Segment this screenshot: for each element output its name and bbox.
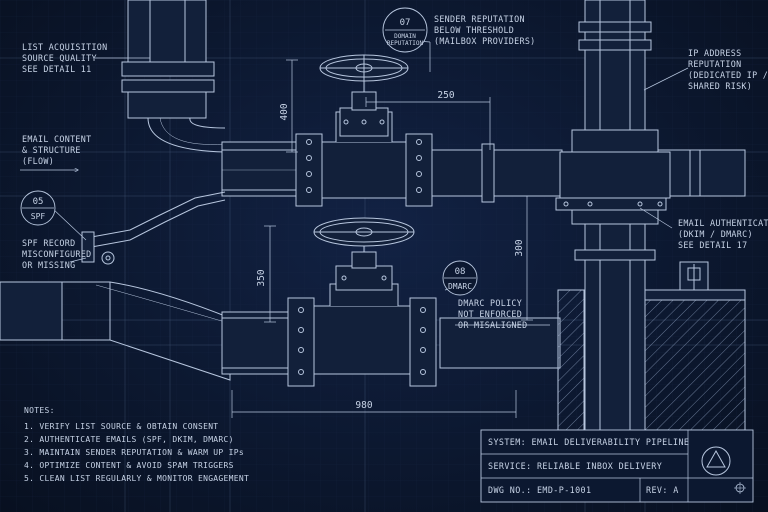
dim-400: 400 bbox=[279, 103, 290, 120]
bubble-05-label: SPF bbox=[31, 212, 46, 221]
callout-email-auth-line1: EMAIL AUTHENTICATION bbox=[678, 218, 768, 228]
note-item-5: 5. CLEAN LIST REGULARLY & MONITOR ENGAGE… bbox=[24, 474, 249, 483]
callout-ip-reputation-line2: REPUTATION bbox=[688, 59, 741, 69]
leader-lines bbox=[20, 39, 689, 326]
crosshair-icon bbox=[734, 482, 746, 494]
dim-350: 350 bbox=[256, 269, 267, 286]
bubble-08-label: DMARC bbox=[448, 282, 472, 291]
notes-title: NOTES: bbox=[24, 406, 55, 415]
callout-spf-record-line3: OR MISSING bbox=[22, 260, 75, 270]
bubble-05: 05 SPF bbox=[20, 190, 56, 226]
callout-sender-reputation-line2: BELOW THRESHOLD bbox=[434, 25, 514, 35]
triangle-logo-icon bbox=[701, 446, 731, 476]
callout-sender-reputation-line1: SENDER REPUTATION bbox=[434, 14, 525, 24]
callout-sender-reputation: SENDER REPUTATION BELOW THRESHOLD (MAILB… bbox=[434, 14, 536, 46]
left-vertical-pipe bbox=[121, 0, 215, 119]
callout-sender-reputation-line3: (MAILBOX PROVIDERS) bbox=[434, 36, 536, 46]
callout-email-content-line1: EMAIL CONTENT bbox=[22, 134, 91, 144]
title-block: SYSTEM: EMAIL DELIVERABILITY PIPELINE SE… bbox=[480, 429, 754, 503]
callout-email-auth-line2: (DKIM / DMARC) bbox=[678, 229, 753, 239]
callout-dmarc-policy-line1: DMARC POLICY bbox=[458, 298, 522, 308]
dim-300: 300 bbox=[514, 239, 525, 256]
bubble-05-number: 05 bbox=[33, 197, 44, 207]
callout-ip-reputation-line1: IP ADDRESS bbox=[688, 48, 741, 58]
note-item-4: 4. OPTIMIZE CONTENT & AVOID SPAM TRIGGER… bbox=[24, 461, 234, 470]
bubble-07-number: 07 bbox=[400, 18, 411, 28]
callout-email-auth-line3: SEE DETAIL 17 bbox=[678, 240, 747, 250]
callout-spf-record: SPF RECORD MISCONFIGURED OR MISSING bbox=[22, 238, 91, 270]
callout-spf-record-line1: SPF RECORD bbox=[22, 238, 75, 248]
callout-list-acquisition: LIST ACQUISITION SOURCE QUALITY SEE DETA… bbox=[22, 42, 107, 74]
lower-pipe-line bbox=[0, 281, 561, 381]
bubble-08: 08 DMARC bbox=[442, 260, 478, 296]
bubble-07: 07 DOMAIN REPUTATION bbox=[382, 7, 428, 53]
callout-spf-record-line2: MISCONFIGURED bbox=[22, 249, 91, 259]
upper-gate-valve bbox=[295, 54, 433, 207]
dimension-lines bbox=[231, 59, 533, 418]
note-item-3: 3. MAINTAIN SENDER REPUTATION & WARM UP … bbox=[24, 448, 244, 457]
callout-email-content: EMAIL CONTENT & STRUCTURE (FLOW) bbox=[22, 134, 91, 166]
notes-block: NOTES: 1. VERIFY LIST SOURCE & OBTAIN CO… bbox=[24, 406, 249, 483]
callout-ip-reputation: IP ADDRESS REPUTATION (DEDICATED IP / SH… bbox=[688, 48, 768, 91]
callout-ip-reputation-line3: (DEDICATED IP / bbox=[688, 70, 768, 80]
callout-email-auth: EMAIL AUTHENTICATION (DKIM / DMARC) SEE … bbox=[678, 218, 768, 250]
callout-email-content-line3: (FLOW) bbox=[22, 156, 54, 166]
callout-email-content-line2: & STRUCTURE bbox=[22, 145, 81, 155]
callout-dmarc-policy-line2: NOT ENFORCED bbox=[458, 309, 522, 319]
bubble-07-label2: REPUTATION bbox=[387, 40, 424, 47]
callout-dmarc-policy-line3: OR MISALIGNED bbox=[458, 320, 527, 330]
note-item-1: 1. VERIFY LIST SOURCE & OBTAIN CONSENT bbox=[24, 422, 218, 431]
title-block-service: SERVICE: RELIABLE INBOX DELIVERY bbox=[488, 461, 662, 471]
title-block-rev: REV: A bbox=[646, 485, 679, 495]
dim-250: 250 bbox=[437, 90, 454, 101]
callout-dmarc-policy: DMARC POLICY NOT ENFORCED OR MISALIGNED bbox=[458, 298, 527, 330]
dim-980: 980 bbox=[355, 400, 372, 411]
callout-list-acquisition-line2: SOURCE QUALITY bbox=[22, 53, 97, 63]
lower-gate-valve bbox=[287, 217, 437, 387]
title-block-dwg: DWG NO.: EMD-P-1001 bbox=[488, 485, 591, 495]
right-vertical-pipe bbox=[555, 0, 671, 451]
callout-ip-reputation-line4: SHARED RISK) bbox=[688, 81, 752, 91]
title-block-system: SYSTEM: EMAIL DELIVERABILITY PIPELINE bbox=[488, 437, 689, 447]
note-item-2: 2. AUTHENTICATE EMAILS (SPF, DKIM, DMARC… bbox=[24, 435, 234, 444]
callout-list-acquisition-line1: LIST ACQUISITION bbox=[22, 42, 107, 52]
concrete-supports bbox=[557, 261, 746, 431]
callout-list-acquisition-line3: SEE DETAIL 11 bbox=[22, 64, 91, 74]
bubble-08-number: 08 bbox=[455, 267, 466, 277]
bubble-07-label1: DOMAIN bbox=[394, 33, 416, 40]
